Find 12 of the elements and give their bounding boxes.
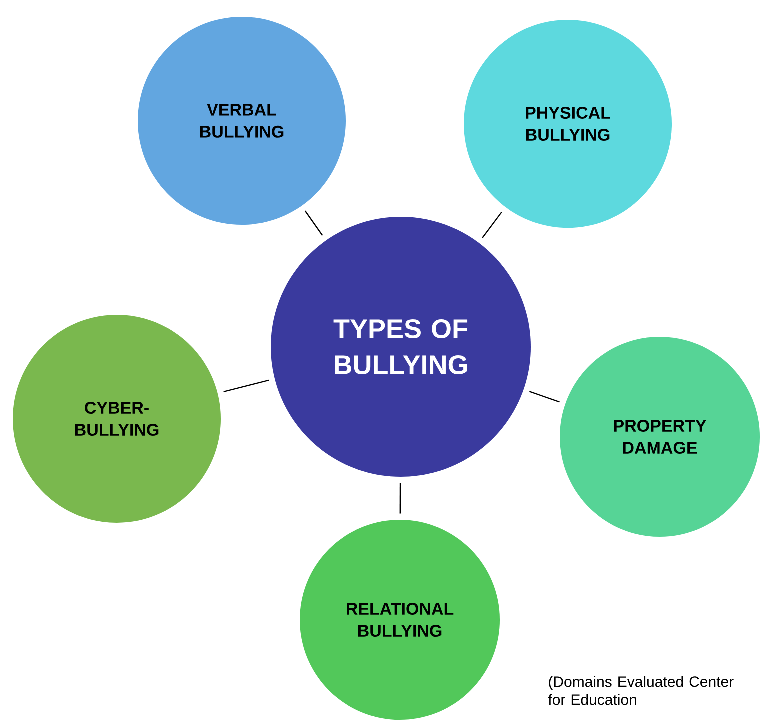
connector-line bbox=[482, 212, 502, 238]
connector-line bbox=[400, 483, 402, 514]
source-note: (Domains Evaluated Center for Education bbox=[548, 676, 734, 706]
connector-line bbox=[224, 380, 270, 392]
circle-node: TYPES OF BULLYING bbox=[271, 217, 531, 477]
circle-node: RELATIONAL BULLYING bbox=[300, 520, 500, 720]
circle-node: PROPERTY DAMAGE bbox=[560, 337, 760, 537]
connector-line bbox=[304, 210, 324, 236]
circle-node: VERBAL BULLYING bbox=[138, 17, 346, 225]
circle-node: CYBER- BULLYING bbox=[13, 315, 221, 523]
circle-node: PHYSICAL BULLYING bbox=[464, 20, 672, 228]
connector-line bbox=[529, 391, 560, 403]
